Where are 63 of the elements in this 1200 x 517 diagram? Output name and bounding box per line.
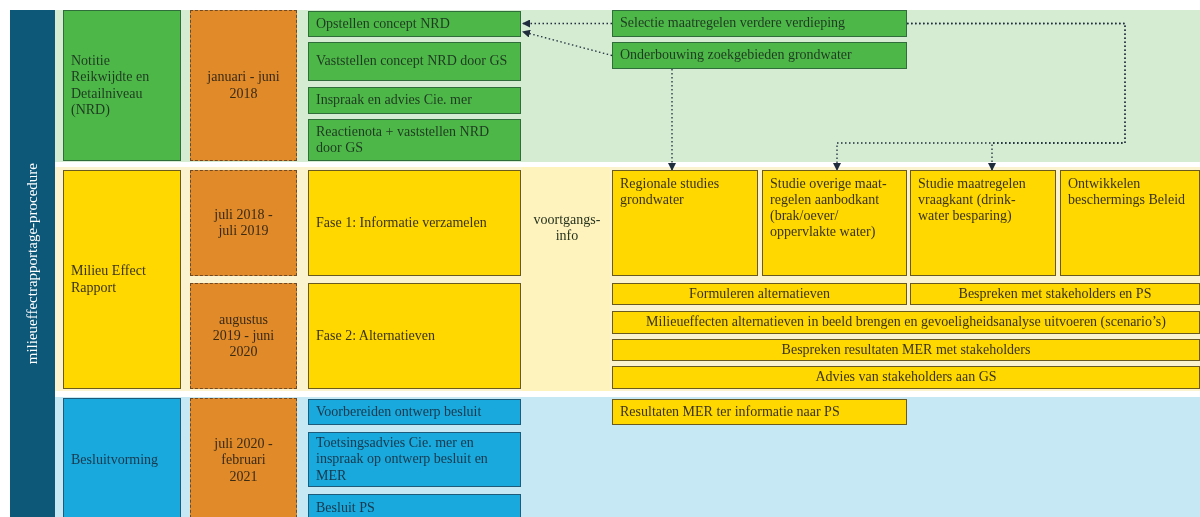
process-box [308,170,521,276]
box-text: Fase 1: Informatie verzamelen [316,214,488,232]
process-box [63,170,181,389]
box-text: Advies van stakeholders aan GS [814,369,998,386]
dotted-arrow [668,68,676,171]
period-box [190,398,297,517]
period-text: januari - juni 2018 [207,69,280,102]
process-box [612,339,1200,361]
vertical-title: milieueffectrapportage-procedure [23,162,41,365]
process-box [612,170,758,276]
dotted-arrow [522,19,613,28]
process-box [308,87,521,114]
process-box [612,10,907,37]
process-box [910,283,1200,305]
box-text: Bespreken met stakeholders en PS [957,285,1153,303]
box-text: Formuleren alternatieven [687,285,832,303]
process-box [612,42,907,69]
box-text: Opstellen concept NRD [316,15,451,33]
period-box [190,10,297,161]
period-text: juli 2018 - juli 2019 [213,206,274,240]
process-box [308,283,521,389]
box-text: Milieu Effect Rapport [71,263,147,296]
box-text: Onderbouwing zoekgebieden grondwater [620,47,853,64]
box-text: Milieueffecten alternatieven in beeld brengen en gevoeligheidsanalyse uitvoeren (scenario’s) [645,314,1167,331]
box-text: Toetsingsadvies Cie. mer en inspraak op ontwerp besluit en MER [316,435,489,484]
box-text: Notitie Reikwijdte en Detailniveau (NRD) [71,53,151,118]
process-box [612,399,907,425]
title-bar [10,10,55,517]
box-text: Selectie maatregelen verdere verdieping [620,15,847,32]
box-text: Studie overige maat- regelen aanbodkant (brak/oever/ oppervlakte water) [770,176,888,241]
box-text: Voorbereiden ontwerp besluit [316,403,483,421]
process-box [612,366,1200,389]
process-box [1060,170,1200,276]
period-text: juli 2020 - februari 2021 [213,436,274,485]
process-box [63,398,181,517]
box-text: Besluit PS [316,500,376,517]
process-box [63,10,181,161]
process-box [308,119,521,161]
side-note: voortgangs- info [532,212,602,245]
process-box [612,311,1200,334]
box-text: Resultaten MER ter informatie naar PS [620,403,841,421]
box-text: Studie maatregelen vraagkant (drink- water besparing) [918,176,1027,225]
box-text: Ontwikkelen beschermings Beleid [1068,176,1187,209]
box-text: Regionale studies grondwater [620,176,721,209]
process-box [308,42,521,81]
process-box [308,399,521,425]
box-text: Reactienota + vaststellen NRD door GS [316,123,491,157]
process-box [910,170,1056,276]
process-box [308,11,521,37]
period-box [190,170,297,276]
process-box [612,283,907,305]
box-text: Bespreken resultaten MER met stakeholders [780,341,1032,359]
box-text: Vaststellen concept NRD door GS [316,53,509,70]
period-box [190,283,297,389]
box-text: Besluitvorming [71,452,160,469]
box-text: Fase 2: Alternatieven [316,327,436,345]
dotted-arrow [522,29,613,57]
dotted-arrow [906,22,1126,171]
process-box [308,494,521,517]
box-text: Inspraak en advies Cie. mer [316,92,473,109]
process-box [308,432,521,487]
process-box [762,170,907,276]
period-text: augustus 2019 - juni 2020 [211,311,276,361]
